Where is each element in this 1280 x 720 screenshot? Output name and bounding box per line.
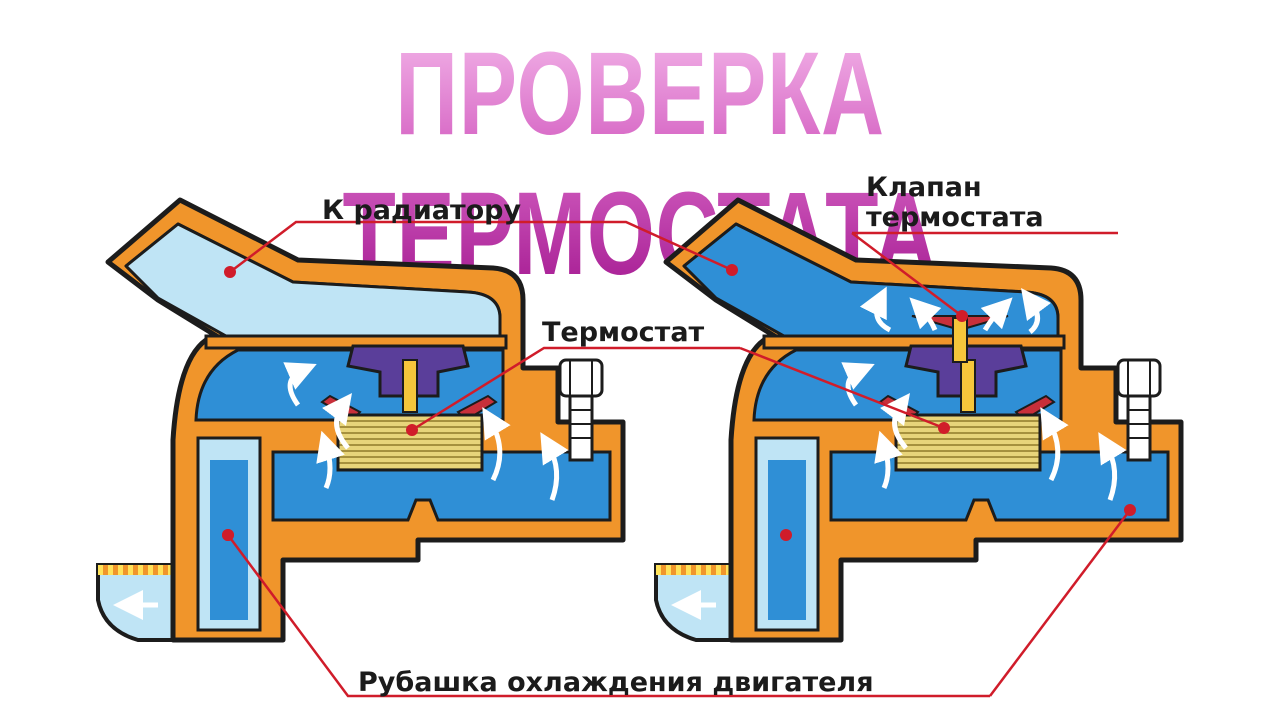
leader-dots	[222, 264, 1136, 541]
upper-hose-closed	[124, 222, 502, 338]
page-title: ПРОВЕРКА ТЕРМОСТАТА	[166, 24, 1113, 304]
label-thermostat: Термостат	[542, 317, 705, 348]
label-to-radiator: К радиатору	[322, 195, 522, 226]
label-valve-line2: термостата	[866, 202, 1044, 233]
label-valve-line1: Клапан	[866, 172, 982, 203]
upper-hose-open	[682, 222, 1060, 338]
label-cooling-jacket: Рубашка охлаждения двигателя	[358, 667, 874, 698]
leader-lines	[226, 220, 1131, 698]
